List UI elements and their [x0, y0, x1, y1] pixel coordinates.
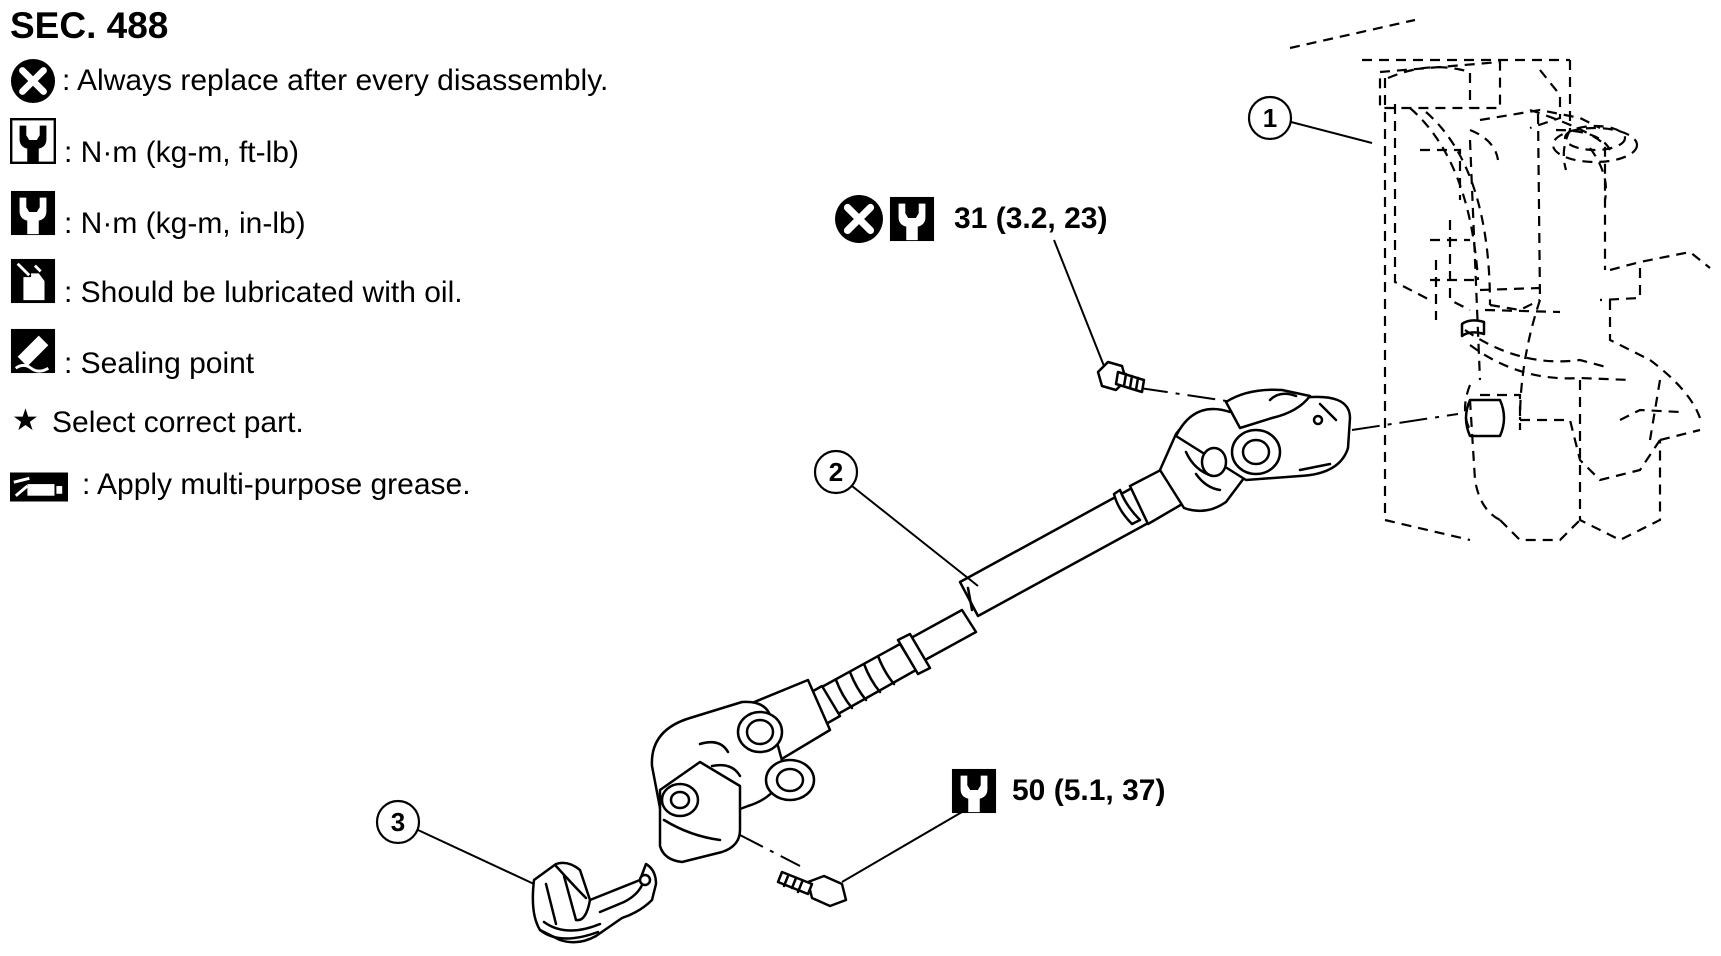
legend-grease: : Apply multi-purpose grease.	[82, 468, 471, 501]
intermediate-shaft	[650, 388, 1352, 864]
callout-3: 3	[375, 799, 535, 885]
upper-pinch-bolt	[1096, 360, 1146, 394]
torque-wrench-dark-icon	[951, 768, 997, 814]
torque-spec-upper: 31 (3.2, 23)	[835, 195, 1107, 367]
legend-torque-ft-lb: : N·m (kg-m, ft-lb)	[64, 136, 299, 169]
legend: : Always replace after every disassembly…	[10, 59, 608, 502]
callout-2: 2	[813, 449, 979, 587]
replace-x-icon	[11, 59, 55, 103]
centerline-gear	[1351, 413, 1459, 431]
torque-wrench-dark-icon	[10, 190, 56, 236]
legend-sealing-point: : Sealing point	[64, 347, 255, 380]
legend-select-part: Select correct part.	[52, 406, 304, 439]
callout-1: 1	[1247, 95, 1373, 144]
callout-1-number: 1	[1263, 103, 1277, 133]
column-hole-cover	[531, 861, 658, 944]
torque-wrench-icon	[10, 118, 56, 164]
callout-2-number: 2	[829, 457, 843, 487]
callout-3-number: 3	[391, 807, 405, 837]
torque-lower-value: 50 (5.1, 37)	[1012, 774, 1165, 807]
torque-upper-value: 31 (3.2, 23)	[954, 202, 1107, 235]
oil-can-icon	[10, 258, 56, 304]
replace-x-icon	[835, 195, 883, 243]
sealant-tube-icon	[10, 328, 56, 374]
legend-always-replace: : Always replace after every disassembly…	[62, 64, 608, 97]
grease-gun-icon	[10, 472, 68, 502]
centerline-lower-bolt	[737, 833, 801, 867]
steering-gear-outline	[1289, 18, 1711, 542]
section-title: SEC. 488	[10, 5, 168, 46]
star-icon: ★	[12, 404, 39, 437]
legend-torque-in-lb: : N·m (kg-m, in-lb)	[64, 207, 306, 240]
torque-wrench-dark-icon	[889, 196, 935, 242]
torque-spec-lower: 50 (5.1, 37)	[841, 768, 1165, 883]
lower-pinch-bolt	[776, 870, 848, 908]
legend-lubricate-oil: : Should be lubricated with oil.	[64, 276, 463, 309]
